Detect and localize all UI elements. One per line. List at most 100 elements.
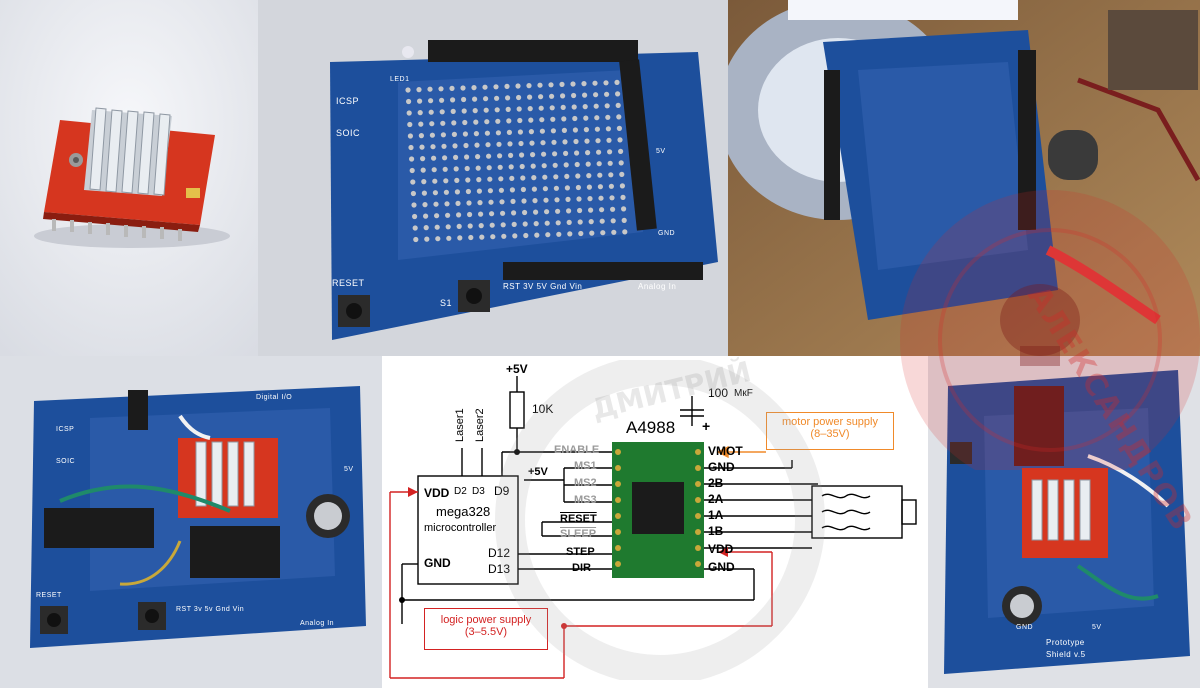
- perf-hole: [595, 138, 601, 144]
- perf-hole: [461, 96, 467, 103]
- perf-hole: [552, 162, 558, 168]
- analog-label: Analog In: [638, 282, 677, 291]
- a4988-driver-icon: [34, 107, 230, 248]
- perf-hole: [519, 163, 525, 170]
- perf-hole: [472, 108, 478, 114]
- perf-hole: [620, 194, 626, 200]
- perf-hole: [486, 165, 492, 171]
- s1-label: S1: [440, 298, 453, 308]
- perf-hole: [571, 104, 577, 110]
- perf-hole: [604, 91, 610, 97]
- perf-hole: [619, 183, 625, 189]
- perf-hole: [550, 116, 556, 122]
- perf-hole: [597, 172, 603, 178]
- perf-hole: [445, 224, 451, 230]
- soic-label: SOIC: [56, 458, 76, 465]
- perf-hole: [509, 175, 515, 181]
- perf-hole: [510, 198, 516, 204]
- perf-hole: [495, 118, 501, 124]
- perf-hole: [585, 161, 591, 167]
- perf-hole: [559, 81, 565, 87]
- perf-hole: [406, 110, 412, 116]
- perf-hole: [413, 236, 419, 243]
- perf-hole: [445, 212, 451, 218]
- perf-hole: [504, 83, 510, 89]
- perf-hole: [530, 163, 536, 169]
- perf-hole: [532, 198, 538, 204]
- led-icon: [402, 46, 414, 58]
- perf-hole: [455, 200, 461, 206]
- perf-hole: [583, 115, 589, 121]
- perf-hole: [450, 97, 456, 103]
- pin-gnd2: GND: [708, 560, 735, 574]
- perf-hole: [466, 200, 472, 206]
- perf-hole: [427, 86, 433, 92]
- perf-hole: [454, 177, 460, 183]
- perf-hole: [431, 167, 437, 173]
- perf-hole: [552, 151, 558, 157]
- perf-hole: [430, 144, 436, 150]
- perf-hole: [429, 121, 435, 127]
- perf-hole: [604, 103, 610, 109]
- perf-hole: [487, 176, 493, 182]
- driver-photo: [0, 0, 258, 356]
- perf-hole: [441, 143, 447, 149]
- motor-supply-range: (8–35V): [810, 428, 850, 440]
- perf-hole: [407, 121, 413, 128]
- perf-hole: [511, 210, 517, 216]
- pin-ms1: MS1: [574, 460, 597, 472]
- perf-hole: [581, 81, 587, 87]
- resistor-icon: [509, 391, 525, 429]
- perf-hole: [490, 234, 496, 240]
- perf-hole: [408, 144, 414, 151]
- perf-hole: [418, 133, 424, 139]
- proto-shield-photo: ICSP SOIC LED1 RESET S1 GND 5V RST 3V 5V…: [258, 0, 728, 356]
- perf-hole: [512, 233, 518, 239]
- perf-hole: [500, 210, 506, 216]
- perf-hole: [544, 220, 550, 226]
- perf-hole: [562, 139, 568, 145]
- perf-hole: [598, 195, 604, 201]
- perf-hole: [508, 164, 514, 170]
- perf-hole: [543, 197, 549, 203]
- perf-hole: [477, 200, 483, 206]
- perf-hole: [410, 179, 416, 185]
- gnd-label: GND: [1016, 624, 1034, 631]
- motor-supply-title: motor power supply: [782, 416, 878, 428]
- perf-hole: [519, 152, 525, 158]
- mcu-gnd: GND: [424, 556, 451, 570]
- perf-hole: [550, 128, 556, 134]
- side-board-photo: GND 5V Prototype Shield v.5: [928, 356, 1200, 688]
- perf-hole: [487, 188, 493, 194]
- pin-step: STEP: [566, 546, 595, 558]
- perf-hole: [616, 125, 622, 131]
- perf-hole: [593, 92, 599, 98]
- mcu-d3: D3: [472, 486, 485, 497]
- mcu-box: [417, 475, 519, 585]
- perf-hole: [527, 106, 533, 112]
- perf-hole: [405, 87, 411, 93]
- perf-hole: [423, 225, 429, 231]
- perf-hole: [564, 173, 570, 179]
- perf-hole: [533, 221, 539, 227]
- perf-hole: [498, 176, 504, 182]
- perf-hole: [453, 154, 459, 160]
- perf-hole: [596, 149, 602, 155]
- mcu-vdd: VDD: [424, 486, 450, 500]
- perf-hole: [416, 87, 422, 93]
- perf-hole: [516, 94, 522, 101]
- perf-hole: [465, 177, 471, 183]
- perf-hole: [484, 119, 490, 125]
- perf-hole: [412, 225, 418, 231]
- motor-supply-box: motor power supply (8–35V): [766, 412, 894, 450]
- perf-hole: [605, 114, 611, 120]
- perf-hole: [622, 229, 628, 235]
- perf-hole: [539, 128, 545, 134]
- chip-name: A4988: [626, 418, 676, 437]
- vcc-top-label: +5V: [506, 362, 528, 376]
- perf-hole: [410, 190, 416, 197]
- logic-supply-title: logic power supply: [440, 614, 532, 626]
- perf-hole: [508, 152, 514, 158]
- perf-hole: [587, 196, 593, 202]
- pin-dir: DIR: [572, 562, 591, 574]
